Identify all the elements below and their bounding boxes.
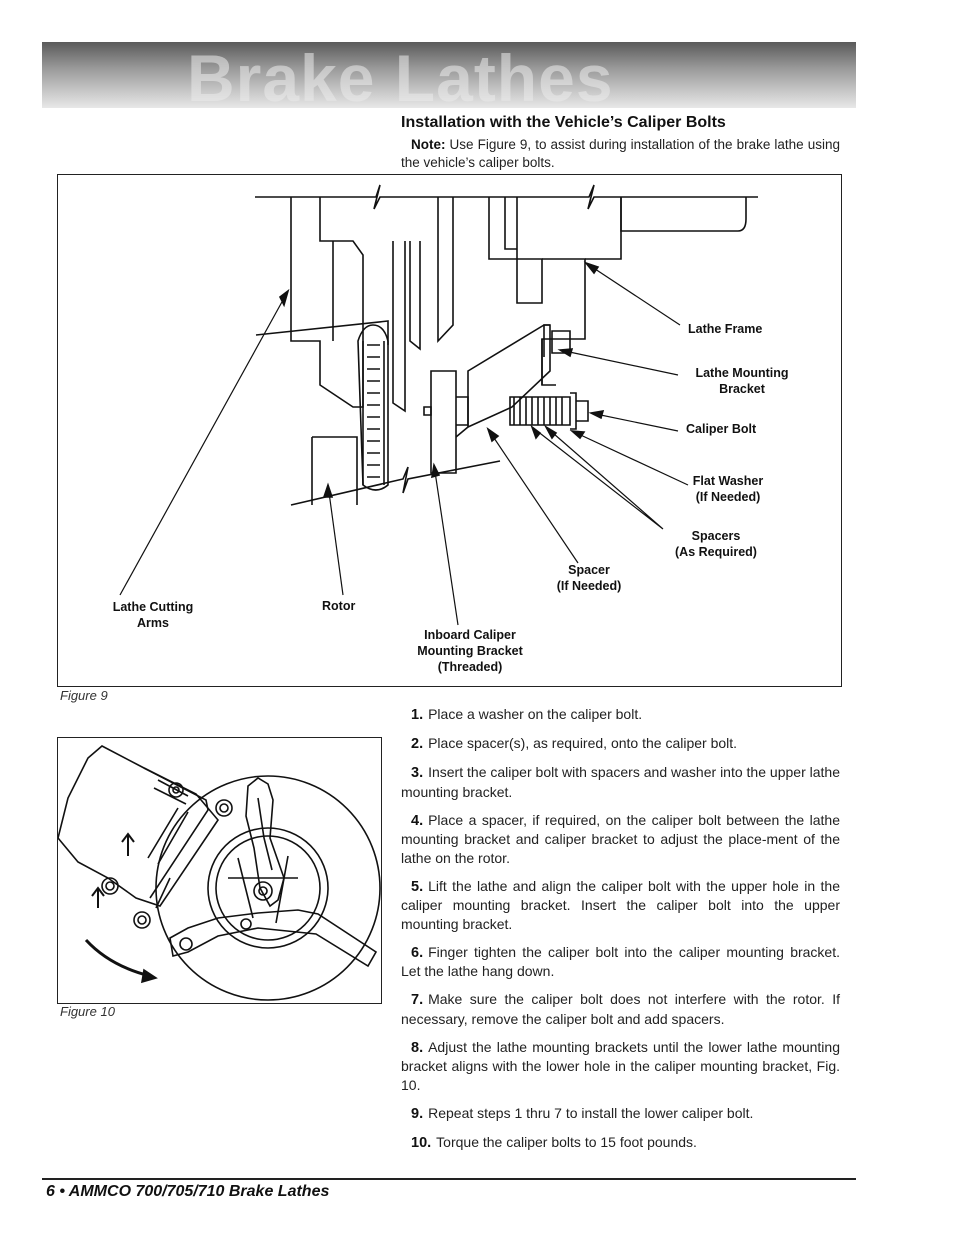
- step-1-text: Place a washer on the caliper bolt.: [428, 706, 643, 722]
- step-2-text: Place spacer(s), as required, onto the c…: [428, 735, 738, 751]
- step-3-number: 3.: [411, 765, 424, 781]
- section-title: Installation with the Vehicle’s Caliper …: [401, 114, 726, 131]
- step-6-text: Finger tighten the caliper bolt into the…: [401, 943, 840, 980]
- label-inboard-caliper-bracket: Inboard Caliper Mounting Bracket (Thread…: [404, 627, 536, 675]
- figure-10-drawing: [58, 745, 381, 1001]
- label-lathe-frame: Lathe Frame: [688, 322, 763, 336]
- label-flat-washer: Flat Washer (If Needed): [682, 473, 774, 505]
- step-5-text: Lift the lathe and align the caliper bol…: [401, 877, 840, 932]
- step-7-text: Make sure the caliper bolt does not inte…: [401, 991, 840, 1027]
- label-flat-washer-line2: (If Needed): [695, 490, 761, 504]
- note-paragraph: Note: Use Figure 9, to assist during ins…: [401, 136, 840, 172]
- step-1: 1.Place a washer on the caliper bolt.: [401, 705, 840, 725]
- step-9-number: 9.: [411, 1105, 424, 1122]
- label-lathe-mounting-bracket-line1: Lathe Mounting: [695, 366, 789, 380]
- header-band: Brake Lathes: [42, 42, 856, 108]
- label-spacers: Spacers (As Required): [666, 528, 766, 560]
- steps-list: 1.Place a washer on the caliper bolt. 2.…: [401, 705, 840, 1162]
- step-3-text: Insert the caliper bolt with spacers and…: [401, 764, 840, 800]
- footer-page-label: 6 • AMMCO 700/705/710 Brake Lathes: [46, 1183, 330, 1200]
- label-lathe-cutting-arms: Lathe Cutting Arms: [98, 599, 208, 631]
- step-10-number: 10.: [411, 1134, 432, 1151]
- figure-9-drawing: [119, 184, 758, 626]
- note-text: Use Figure 9, to assist during installat…: [401, 137, 840, 170]
- label-spacer: Spacer (If Needed): [542, 562, 636, 594]
- step-6-number: 6.: [411, 944, 424, 961]
- step-5-number: 5.: [411, 878, 424, 895]
- header-title: Brake Lathes: [187, 42, 614, 108]
- label-spacer-line1: Spacer: [568, 563, 610, 577]
- figure-9: Lathe Frame Lathe Mounting Bracket Calip…: [57, 174, 842, 687]
- step-8-number: 8.: [411, 1039, 424, 1056]
- label-inboard-line2: Mounting Bracket: [417, 644, 523, 658]
- figure-10: [57, 737, 382, 1004]
- label-inboard-line1: Inboard Caliper: [424, 628, 516, 642]
- step-5: 5.Lift the lathe and align the caliper b…: [401, 877, 840, 934]
- note-label: Note:: [411, 137, 446, 152]
- label-lathe-cutting-arms-line2: Arms: [137, 616, 169, 630]
- step-8: 8.Adjust the lathe mounting brackets unt…: [401, 1038, 840, 1095]
- label-lathe-mounting-bracket: Lathe Mounting Bracket: [680, 365, 804, 397]
- figure-10-caption: Figure 10: [60, 1004, 115, 1019]
- label-lathe-cutting-arms-line1: Lathe Cutting: [112, 600, 194, 614]
- step-6: 6.Finger tighten the caliper bolt into t…: [401, 943, 840, 981]
- step-10-text: Torque the caliper bolts to 15 foot poun…: [436, 1133, 697, 1150]
- label-inboard-line3: (Threaded): [437, 660, 503, 674]
- step-9: 9.Repeat steps 1 thru 7 to install the l…: [401, 1104, 840, 1124]
- step-4-number: 4.: [411, 812, 424, 829]
- figure-9-caption: Figure 9: [60, 688, 108, 703]
- label-spacers-line2: (As Required): [675, 545, 757, 559]
- label-spacers-line1: Spacers: [691, 529, 741, 543]
- step-7-number: 7.: [411, 992, 424, 1008]
- step-2-number: 2.: [411, 736, 424, 752]
- footer-divider: [42, 1178, 856, 1180]
- label-flat-washer-line1: Flat Washer: [692, 474, 764, 488]
- step-4: 4.Place a spacer, if required, on the ca…: [401, 811, 840, 868]
- step-2: 2.Place spacer(s), as required, onto the…: [401, 734, 840, 754]
- step-9-text: Repeat steps 1 thru 7 to install the low…: [428, 1104, 754, 1121]
- step-10: 10.Torque the caliper bolts to 15 foot p…: [401, 1133, 840, 1153]
- step-1-number: 1.: [411, 707, 424, 723]
- step-4-text: Place a spacer, if required, on the cali…: [401, 811, 840, 866]
- label-caliper-bolt: Caliper Bolt: [686, 422, 757, 436]
- label-lathe-mounting-bracket-line2: Bracket: [719, 382, 765, 396]
- step-8-text: Adjust the lathe mounting brackets until…: [401, 1038, 840, 1093]
- step-3: 3.Insert the caliper bolt with spacers a…: [401, 763, 840, 801]
- label-spacer-line2: (If Needed): [556, 579, 622, 593]
- step-7: 7.Make sure the caliper bolt does not in…: [401, 990, 840, 1028]
- label-rotor: Rotor: [322, 599, 356, 613]
